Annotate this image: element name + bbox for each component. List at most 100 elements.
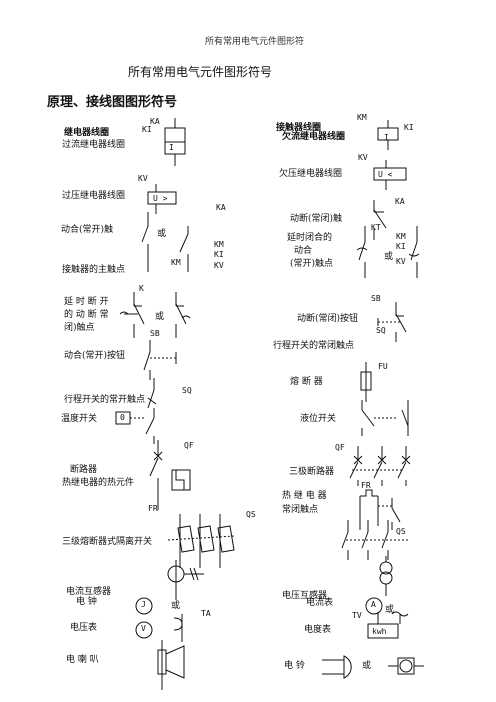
code-sb-right: SB bbox=[371, 294, 381, 303]
label-delay-open-3: 闭)触点 bbox=[64, 323, 95, 333]
code-ki-right-2: KI bbox=[396, 242, 406, 251]
voltage-transformer-symbol bbox=[379, 556, 393, 596]
label-relay-coil: 继电器线圈 bbox=[64, 128, 110, 138]
bell-alt-symbol bbox=[388, 657, 424, 675]
code-zero: 0 bbox=[120, 413, 125, 422]
breaker-symbol bbox=[149, 440, 163, 510]
label-under-voltage-coil: 欠压继电器线圈 bbox=[279, 169, 343, 179]
code-fu: FU bbox=[378, 362, 388, 371]
thermal-nc-symbol bbox=[359, 489, 401, 530]
label-thermal-element: 热继电器的热元件 bbox=[62, 478, 135, 488]
code-qf: QF bbox=[184, 441, 194, 450]
temp-switch-symbol bbox=[115, 410, 155, 444]
code-ka-right: KA bbox=[395, 197, 405, 206]
label-fuse-isolator: 三级熔断器式隔离开关 bbox=[62, 537, 153, 547]
clock-symbol bbox=[135, 597, 153, 615]
label-no-button: 动合(常开)按钮 bbox=[64, 351, 126, 361]
code-ki: KI bbox=[142, 125, 152, 134]
code-kv-right: KV bbox=[358, 153, 368, 162]
label-or-2: 或 bbox=[384, 252, 394, 262]
label-delay-close-1: 延时闭合的 bbox=[287, 233, 333, 243]
label-contactor-main: 接触器的主触点 bbox=[62, 265, 126, 275]
code-ta: TA bbox=[201, 609, 211, 618]
code-sb: SB bbox=[150, 329, 160, 338]
label-or-4: 或 bbox=[171, 601, 181, 611]
label-three-pole-breaker: 三极断路器 bbox=[289, 467, 335, 477]
label-clock: 电 钟 bbox=[76, 597, 97, 607]
label-contactor-coil: 接触器线圈 bbox=[276, 123, 322, 133]
label-nc-contact: 动断(常闭)触 bbox=[290, 214, 343, 224]
code-kwh: kwh bbox=[372, 627, 387, 636]
delay-open-contact-symbol bbox=[119, 292, 191, 338]
bell-symbol bbox=[322, 655, 352, 679]
voltmeter-symbol bbox=[135, 621, 153, 639]
code-k: K bbox=[139, 284, 144, 293]
fuse-isolator-symbol bbox=[167, 514, 235, 568]
label-over-current-coil: 过流继电器线圈 bbox=[62, 140, 126, 150]
code-km-2: KM bbox=[214, 240, 224, 249]
label-horn: 电 喇 叭 bbox=[66, 655, 99, 665]
no-contact-symbol bbox=[141, 212, 189, 272]
code-i-right: I bbox=[384, 133, 389, 142]
code-kv: KV bbox=[138, 174, 148, 183]
label-level-switch: 液位开关 bbox=[300, 414, 337, 424]
code-u-gt: U > bbox=[153, 194, 168, 203]
code-ki-right: KI bbox=[404, 123, 414, 132]
fuse-symbol bbox=[360, 362, 372, 402]
code-qs-right: QS bbox=[396, 527, 406, 536]
document-title: 所有常用电气元件图形符号 bbox=[128, 65, 273, 79]
label-limit-nc: 行程开关的常闭触点 bbox=[273, 341, 355, 351]
section-heading: 原理、接线图图形符号 bbox=[47, 95, 178, 110]
under-voltage-coil-symbol bbox=[373, 160, 407, 190]
label-or-1: 或 bbox=[157, 229, 167, 239]
label-delay-close-2: 动合 bbox=[294, 246, 313, 256]
code-j: J bbox=[141, 600, 146, 609]
label-or-6: 或 bbox=[362, 661, 372, 671]
contactor-coil-symbol bbox=[377, 120, 399, 150]
label-bell: 电 铃 bbox=[284, 661, 305, 671]
delay-close-contact-symbol bbox=[356, 226, 420, 278]
code-fr-right: FR bbox=[361, 481, 371, 490]
label-breaker: 断路器 bbox=[70, 465, 98, 475]
level-switch-symbol bbox=[361, 400, 409, 436]
label-voltmeter: 电压表 bbox=[70, 623, 98, 633]
current-transformer-symbol bbox=[167, 560, 204, 600]
nc-button-symbol bbox=[377, 302, 407, 342]
label-ammeter: 电流表 bbox=[306, 598, 334, 608]
code-ka: KA bbox=[150, 117, 160, 126]
label-fuse: 熔 断 器 bbox=[290, 377, 323, 387]
code-kt: KT bbox=[371, 223, 381, 232]
label-under-current-coil: 欠流继电器线圈 bbox=[282, 132, 346, 142]
label-delay-close-3: (常开)触点 bbox=[290, 259, 334, 269]
three-pole-breaker-symbol bbox=[349, 446, 411, 486]
code-u-lt: U < bbox=[378, 170, 393, 179]
ct-coil-symbol bbox=[173, 614, 183, 642]
code-fr: FR bbox=[148, 504, 158, 513]
code-km-right-2: KM bbox=[396, 232, 406, 241]
code-km-3: KM bbox=[171, 258, 181, 267]
code-tv: TV bbox=[352, 611, 362, 620]
label-delay-open-2: 的 动 断 常 bbox=[64, 310, 109, 320]
code-ka-2: KA bbox=[216, 203, 226, 212]
page-header: 所有常用电气元件图形符 bbox=[205, 37, 305, 47]
label-temp-switch: 温度开关 bbox=[61, 414, 98, 424]
label-energy-meter: 电度表 bbox=[304, 625, 332, 635]
code-qf-right: QF bbox=[335, 443, 345, 452]
label-thermal-nc-2: 常闭触点 bbox=[282, 505, 319, 515]
label-or-5: 或 bbox=[385, 605, 395, 615]
code-kv-right-2: KV bbox=[396, 257, 406, 266]
label-nc-button: 动断(常闭)按钮 bbox=[297, 314, 359, 324]
code-km: KM bbox=[357, 113, 367, 122]
label-thermal-nc-1: 热 继 电 器 bbox=[282, 491, 327, 501]
label-pt: 电压互感器 bbox=[282, 591, 328, 601]
code-sq-right: SQ bbox=[376, 326, 386, 335]
nc-contact-symbol bbox=[373, 200, 387, 240]
label-no-contact: 动合(常开)触 bbox=[61, 225, 114, 235]
relay-coil-symbol bbox=[164, 118, 186, 166]
code-kv-2: KV bbox=[214, 261, 224, 270]
ammeter-symbol bbox=[365, 597, 383, 615]
no-button-symbol bbox=[143, 340, 177, 380]
code-i: I bbox=[169, 143, 174, 152]
label-over-voltage-coil: 过压继电器线圈 bbox=[62, 191, 126, 201]
three-pole-switch-symbol bbox=[341, 520, 408, 560]
